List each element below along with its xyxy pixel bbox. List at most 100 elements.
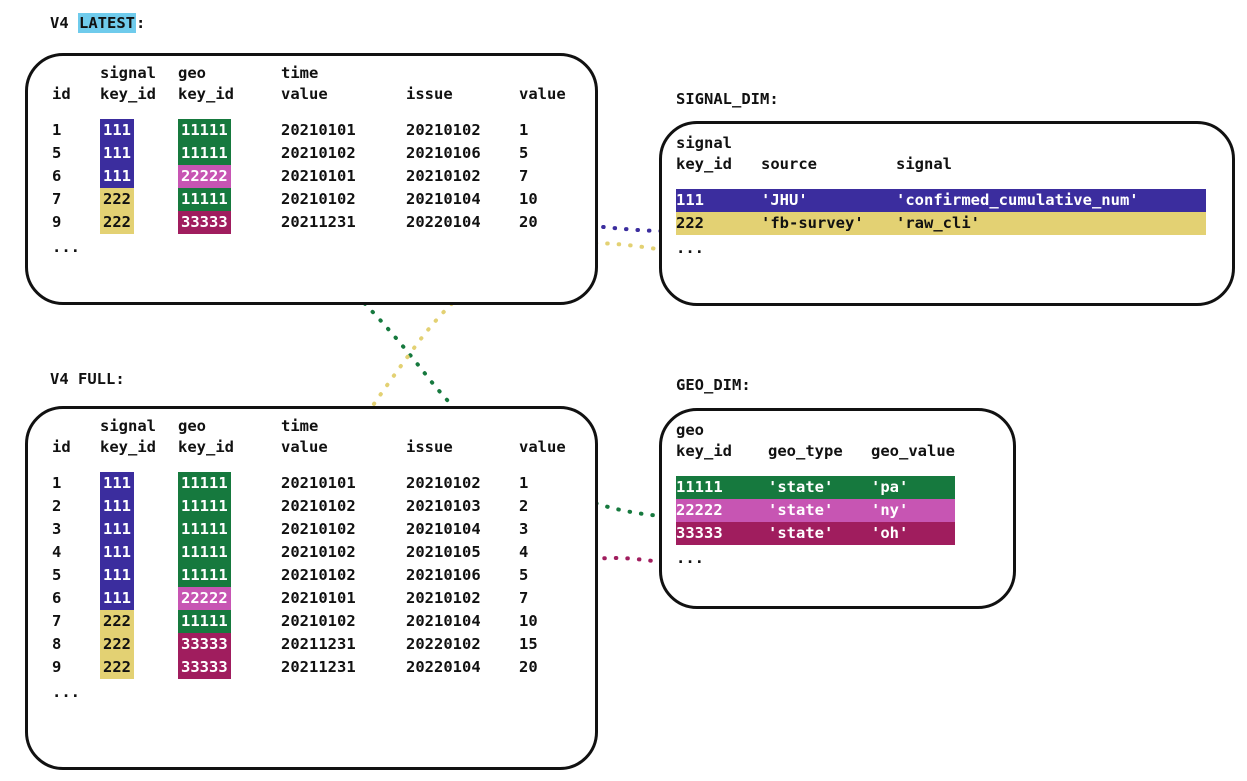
cell-time-value: 20210101	[281, 474, 356, 492]
col-header-time-top: time	[281, 64, 319, 82]
cell-issue: 20210104	[406, 612, 481, 630]
signal-key-chip: 222	[100, 633, 134, 656]
geo-key-chip: 11111	[178, 188, 231, 211]
cell-id: 5	[52, 566, 62, 584]
table-ellipsis-row: ...	[52, 679, 579, 705]
cell-time-value: 20210102	[281, 497, 356, 515]
cell-geo-key-id: 33333	[178, 211, 281, 234]
geo-key-chip: 11111	[178, 610, 231, 633]
cell-issue: 20210102	[406, 474, 481, 492]
cell-key-id: 222	[676, 212, 761, 235]
table-ellipsis: ...	[676, 239, 704, 257]
cell-source: 'JHU'	[761, 189, 896, 212]
signal-key-chip: 222	[100, 211, 134, 234]
table-row: 5 111 11111 20210102 20210106 5	[52, 142, 579, 165]
table-row: 33333 'state' 'oh'	[676, 522, 955, 545]
col-header-geo-top: geo	[178, 64, 206, 82]
cell-signal-key-id: 111	[100, 142, 178, 165]
cell-geo-key-id: 11111	[178, 142, 281, 165]
table-row: 3 111 11111 20210102 20210104 3	[52, 518, 579, 541]
col-header-key-id-top: signal	[676, 134, 732, 152]
table-row: 1 111 11111 20210101 20210102 1	[52, 472, 579, 495]
col-header-source: source	[761, 155, 817, 173]
geo-dim-table: geo key_id geo_type geo_value 11111 'sta…	[676, 420, 955, 571]
table-header-bottom: key_id geo_type geo_value	[676, 441, 955, 462]
table-header-bottom: id key_id key_id value issue value	[52, 84, 579, 105]
cell-value: 2	[519, 497, 529, 515]
cell-id: 6	[52, 589, 62, 607]
col-header-id: id	[52, 438, 71, 456]
signal-key-chip: 111	[100, 119, 134, 142]
cell-value: 20	[519, 658, 538, 676]
cell-geo-type: 'state'	[768, 522, 871, 545]
cell-value: 10	[519, 190, 538, 208]
col-header-value-top	[519, 63, 579, 84]
cell-id: 2	[52, 497, 62, 515]
table-ellipsis-row: ...	[676, 235, 1206, 261]
signal-key-chip: 222	[100, 188, 134, 211]
table-row: 11111 'state' 'pa'	[676, 476, 955, 499]
table-row: 5 111 11111 20210102 20210106 5	[52, 564, 579, 587]
col-header-id-top	[52, 63, 100, 84]
col-header-source-top	[761, 133, 896, 154]
signal-key-chip: 222	[100, 656, 134, 679]
cell-time-value: 20211231	[281, 213, 356, 231]
cell-id: 1	[52, 474, 62, 492]
signal-dim-table: signal key_id source signal 111 'JHU' 'c…	[676, 133, 1206, 261]
table-spacer	[676, 462, 955, 476]
table-row: 222 'fb-survey' 'raw_cli'	[676, 212, 1206, 235]
cell-value: 1	[519, 474, 529, 492]
table-header-bottom: key_id source signal	[676, 154, 1206, 175]
geo-key-chip: 11111	[178, 472, 231, 495]
cell-id: 8	[52, 635, 62, 653]
geo-key-chip: 33333	[178, 633, 231, 656]
col-header-geo-top: geo	[178, 417, 206, 435]
col-header-geo-type: geo_type	[768, 442, 843, 460]
cell-issue: 20210105	[406, 543, 481, 561]
cell-issue: 20210102	[406, 167, 481, 185]
table-header-top: signal geo time	[52, 63, 579, 84]
cell-time-value: 20211231	[281, 658, 356, 676]
col-header-geo-type-top	[768, 420, 871, 441]
cell-signal-key-id: 111	[100, 165, 178, 188]
signal-key-chip: 111	[100, 541, 134, 564]
cell-value: 5	[519, 144, 529, 162]
table-row: 4 111 11111 20210102 20210105 4	[52, 541, 579, 564]
geo-key-chip: 22222	[178, 165, 231, 188]
cell-signal-key-id: 222	[100, 633, 178, 656]
col-header-id: id	[52, 85, 71, 103]
table-row: 8 222 33333 20211231 20220102 15	[52, 633, 579, 656]
table-row: 6 111 22222 20210101 20210102 7	[52, 165, 579, 188]
table-row: 7 222 11111 20210102 20210104 10	[52, 188, 579, 211]
cell-signal-key-id: 111	[100, 119, 178, 142]
table-spacer	[676, 175, 1206, 189]
cell-geo-key-id: 11111	[178, 610, 281, 633]
geo-key-chip: 11111	[178, 541, 231, 564]
col-header-time-top: time	[281, 417, 319, 435]
signal-key-chip: 111	[100, 142, 134, 165]
signal-key-chip: 111	[100, 495, 134, 518]
col-header-value: value	[519, 438, 566, 456]
cell-signal-key-id: 111	[100, 564, 178, 587]
col-header-geo-value: geo_value	[871, 442, 955, 460]
signal-key-chip: 222	[100, 610, 134, 633]
cell-time-value: 20210102	[281, 612, 356, 630]
col-header-signal-top: signal	[100, 64, 156, 82]
cell-signal-key-id: 111	[100, 472, 178, 495]
table-row: 7 222 11111 20210102 20210104 10	[52, 610, 579, 633]
cell-geo-key-id: 11111	[178, 541, 281, 564]
cell-issue: 20220104	[406, 213, 481, 231]
cell-geo-key-id: 11111	[178, 188, 281, 211]
col-header-signal: signal	[896, 155, 952, 173]
signal-key-chip: 111	[100, 587, 134, 610]
col-header-issue-top	[406, 416, 519, 437]
signal-key-chip: 111	[100, 564, 134, 587]
cell-id: 1	[52, 121, 62, 139]
cell-issue: 20210106	[406, 144, 481, 162]
v4-latest-title: V4 LATEST:	[50, 13, 145, 33]
cell-signal-key-id: 111	[100, 587, 178, 610]
cell-geo-value: 'pa'	[871, 476, 955, 499]
cell-key-id: 33333	[676, 522, 768, 545]
cell-issue: 20210102	[406, 589, 481, 607]
